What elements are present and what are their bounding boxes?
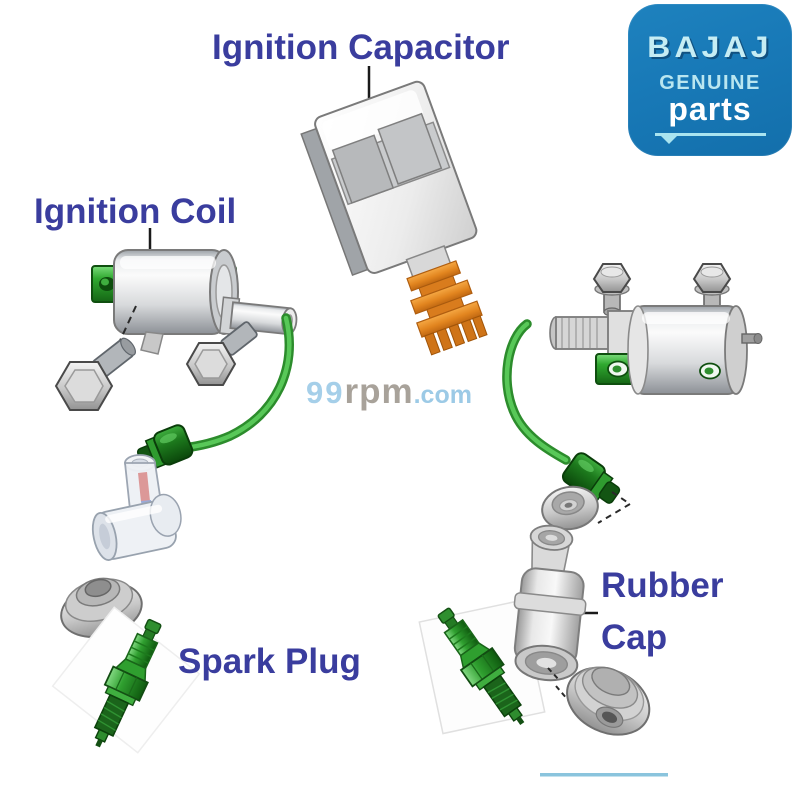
ht-wire-left: [179, 313, 294, 453]
badge-genuine-text: GENUINE: [659, 72, 761, 94]
wire-connector-right: [561, 452, 621, 504]
ignition-coil-left-illustration: [54, 249, 298, 411]
ht-wire-right: [502, 319, 571, 465]
bottom-underline: [540, 773, 668, 777]
bajaj-genuine-parts-badge: BAJAJ GENUINE parts: [628, 4, 792, 156]
grommet-illustration: [541, 485, 599, 531]
plug-cap-clear-illustration: [91, 454, 182, 561]
watermark-99rpm: 99 rpm .com: [306, 372, 472, 412]
badge-brand-text: BAJAJ: [647, 31, 773, 64]
label-spark-plug: Spark Plug: [178, 642, 361, 681]
ignition-coil-right-illustration: [549, 263, 763, 395]
badge-parts-text: parts: [668, 91, 752, 127]
ignition-capacitor-illustration: [300, 80, 488, 356]
label-ignition-coil: Ignition Coil: [34, 192, 237, 231]
watermark-suffix: .com: [413, 381, 472, 409]
label-rubber-cap: Rubber Cap: [601, 566, 724, 657]
label-ignition-capacitor: Ignition Capacitor: [212, 28, 510, 67]
rubber-cap-right-illustration: [513, 524, 587, 682]
bolt-icon: [592, 263, 632, 317]
watermark-prefix: 99: [306, 375, 345, 410]
spark-plug-illustration: [93, 618, 162, 748]
bolt-icon: [185, 321, 258, 386]
badge-arrow-icon: [661, 136, 677, 144]
capacitor-spline-teeth: [424, 315, 488, 356]
bolt-icon: [54, 337, 136, 411]
rubber-dome-right-illustration: [566, 666, 651, 736]
badge-underline: [655, 133, 766, 136]
assembly-dashed-guides: [547, 667, 569, 701]
watermark-rpm: rpm: [344, 372, 414, 411]
